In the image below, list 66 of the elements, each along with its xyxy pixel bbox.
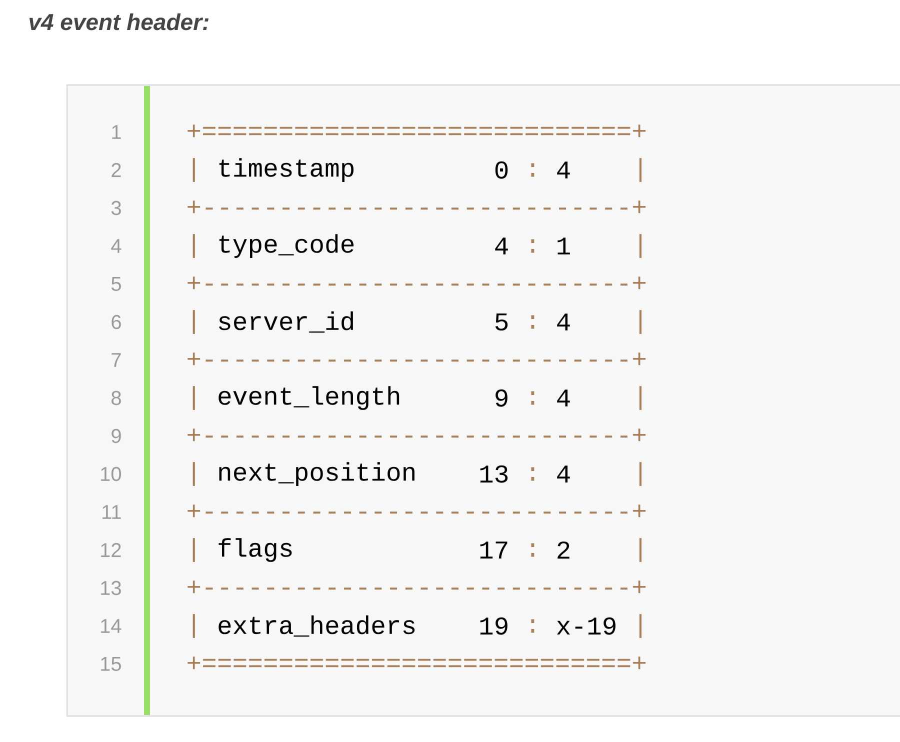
- separator: :: [531, 543, 534, 557]
- field-name: server_id: [219, 311, 353, 333]
- byte-offset: 17: [480, 542, 508, 558]
- table-border: +============================+: [188, 124, 646, 138]
- line-number: 9: [112, 428, 121, 444]
- line-number: 6: [112, 314, 121, 330]
- separator: :: [531, 619, 534, 633]
- table-border: |: [639, 538, 642, 562]
- byte-length: 1: [558, 238, 570, 254]
- separator: :: [531, 163, 534, 177]
- field-name: timestamp: [219, 158, 354, 182]
- line-number: 14: [101, 619, 122, 633]
- byte-offset: 0: [495, 161, 508, 179]
- line-number: 2: [112, 163, 121, 177]
- byte-offset: 4: [495, 238, 508, 254]
- field-name: event_length: [218, 386, 400, 410]
- byte-length: 4: [557, 466, 570, 482]
- line-number: 11: [102, 505, 121, 519]
- table-border: |: [639, 234, 642, 258]
- line-number: 1: [112, 125, 121, 139]
- byte-offset: 9: [496, 389, 508, 407]
- field-name: next_position: [219, 462, 414, 486]
- table-border: |: [639, 386, 642, 410]
- table-border: +----------------------------+: [188, 580, 646, 594]
- table-border: +----------------------------+: [188, 352, 646, 366]
- byte-length: 4: [557, 162, 570, 178]
- line-number: 12: [101, 543, 121, 557]
- table-border: |: [192, 462, 195, 486]
- separator: :: [531, 315, 534, 329]
- table-border: +============================+: [188, 656, 646, 670]
- line-number: 7: [112, 353, 121, 367]
- separator: :: [531, 239, 534, 253]
- line-number: 15: [101, 657, 121, 671]
- byte-offset: 19: [480, 617, 508, 635]
- byte-length: 4: [557, 390, 570, 406]
- table-border: +----------------------------+: [188, 428, 646, 442]
- byte-length: 2: [558, 541, 570, 559]
- table-border: |: [192, 310, 195, 334]
- table-border: |: [192, 234, 195, 258]
- separator: :: [531, 391, 534, 405]
- table-border: |: [639, 310, 642, 334]
- field-name: type_code: [219, 234, 354, 258]
- table-border: |: [192, 538, 195, 562]
- table-border: +----------------------------+: [188, 200, 646, 214]
- table-border: |: [639, 614, 642, 638]
- separator: :: [531, 467, 534, 481]
- table-border: |: [192, 158, 195, 182]
- line-number: 5: [111, 277, 121, 291]
- byte-length: 4: [557, 314, 570, 330]
- line-number: 10: [101, 466, 121, 482]
- field-name: flags: [218, 538, 292, 562]
- line-number: 13: [101, 580, 121, 596]
- byte-offset: 13: [480, 465, 508, 483]
- table-border: +----------------------------+: [188, 504, 646, 518]
- line-number: 3: [111, 200, 121, 216]
- table-border: |: [192, 614, 195, 638]
- table-border: |: [192, 386, 195, 410]
- line-number: 8: [112, 390, 121, 406]
- byte-length: x-19: [556, 617, 616, 635]
- table-border: |: [639, 462, 642, 486]
- table-border: +----------------------------+: [188, 276, 646, 290]
- field-name: extra_headers: [218, 615, 415, 637]
- byte-offset: 5: [495, 313, 508, 331]
- table-border: |: [639, 158, 642, 182]
- heading: v4 event header:: [29, 13, 209, 30]
- line-number: 4: [111, 239, 122, 253]
